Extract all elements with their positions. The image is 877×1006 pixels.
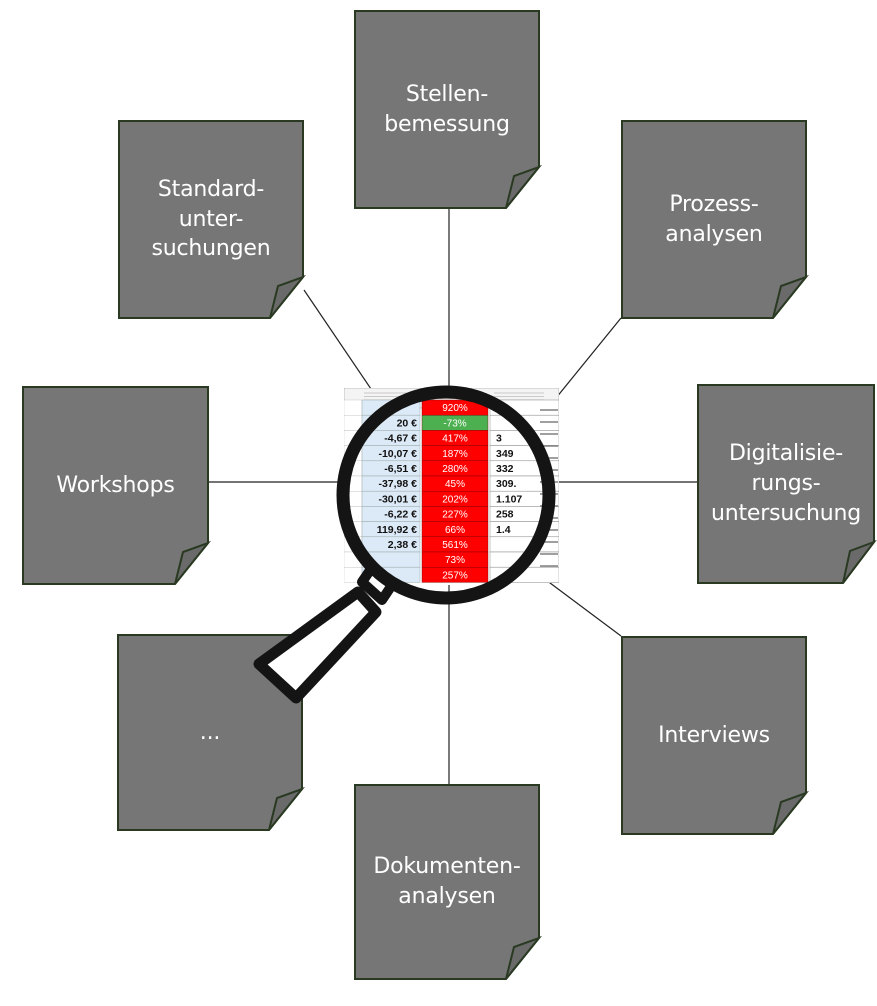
table-value-left: 119,92 €: [377, 524, 417, 536]
note-digitalisierungsuntersuchung: Digitalisie- rungs- untersuchung: [697, 384, 877, 584]
table-value-left: 2,38 €: [388, 539, 417, 551]
note-label-workshops: Workshops: [56, 472, 175, 498]
magnifying-glass-icon: [253, 385, 556, 704]
note-label-stellenbemessung: Stellen- bemessung: [384, 81, 510, 137]
sticky-note-icon: [22, 386, 212, 585]
note-ellipsis: ...: [117, 634, 306, 831]
note-label-ellipsis: ...: [199, 719, 221, 745]
table-value-left: -30,01 €: [378, 493, 417, 505]
note-stellenbemessung: Stellen- bemessung: [354, 10, 543, 209]
note-label-dokumentenanalysen: Dokumenten- analysen: [373, 854, 521, 909]
sticky-note-icon: [697, 384, 877, 584]
note-standarduntersuchungen: Standard- unter- suchungen: [118, 120, 307, 319]
table-value-right: 332: [496, 463, 514, 475]
table-cell-percent: [421, 566, 489, 583]
table-value-left: -10,07 €: [378, 448, 417, 460]
table-value-percent: 561%: [442, 540, 468, 551]
note-label-standarduntersuchungen: Standard- unter- suchungen: [151, 176, 271, 262]
table-value-left: -37,98 €: [378, 478, 417, 490]
table-value-percent: 280%: [442, 464, 468, 475]
table-value-percent: 417%: [442, 434, 468, 445]
table-value-percent: 227%: [442, 510, 468, 521]
note-label-digitalisierungsuntersuchung: Digitalisie- rungs- untersuchung: [711, 441, 861, 526]
table-value-percent: 66%: [445, 525, 465, 536]
table-value-right: 1.107: [496, 493, 522, 505]
magnifier-lens-ring: [336, 385, 556, 605]
note-label-interviews: Interviews: [658, 722, 770, 748]
table-value-left: -4,67 €: [384, 433, 417, 445]
sticky-note-icon: [354, 10, 543, 209]
table-value-percent: 187%: [442, 449, 468, 460]
sticky-note-icon: [621, 120, 810, 319]
table-value-right: 349: [496, 448, 514, 460]
note-prozessanalysen: Prozess- analysen: [621, 120, 810, 319]
note-label-prozessanalysen: Prozess- analysen: [665, 191, 763, 247]
sticky-note-icon: [117, 634, 306, 831]
table-value-percent: 257%: [442, 570, 468, 581]
note-interviews: Interviews: [621, 636, 810, 835]
table-value-right: 3: [496, 433, 502, 445]
note-dokumentenanalysen: Dokumenten- analysen: [354, 784, 543, 980]
table-value-percent: 920%: [442, 403, 468, 414]
table-value-percent: 73%: [445, 555, 465, 566]
magnifier-handle: [253, 561, 397, 704]
table-value-percent: 45%: [445, 479, 465, 490]
table-value-percent: -73%: [443, 418, 466, 429]
sticky-note-icon: [354, 784, 543, 980]
table-value-left: -6,22 €: [384, 509, 417, 521]
table-value-left: 20 €: [397, 417, 418, 429]
note-workshops: Workshops: [22, 386, 212, 585]
table-value-right: 258: [496, 509, 514, 521]
table-value-left: -6,51 €: [384, 463, 417, 475]
sticky-note-icon: [118, 120, 307, 319]
table-value-right: 309.: [496, 478, 517, 490]
diagram-canvas: Stellen- bemessung Standard- unter- such…: [22, 10, 877, 980]
table-value-right: 1.4: [496, 524, 511, 536]
sticky-note-icon: [621, 636, 810, 835]
table-value-percent: 202%: [442, 494, 468, 505]
